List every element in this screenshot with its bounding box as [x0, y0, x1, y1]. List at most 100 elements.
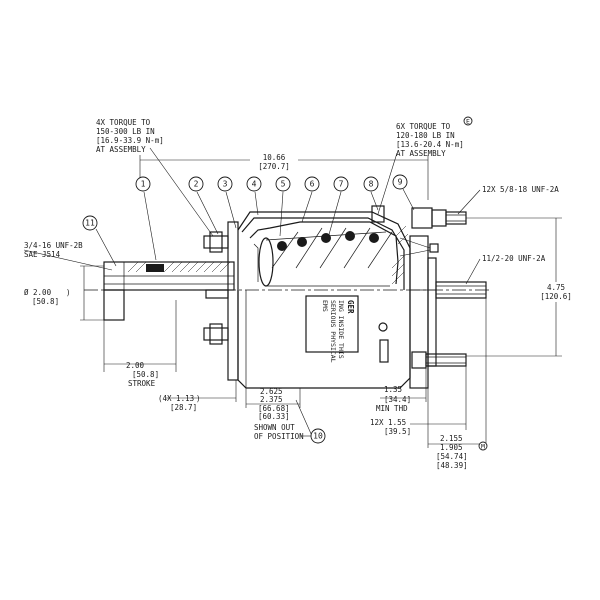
balloon-9-label: 9	[398, 178, 403, 187]
balloon-5	[275, 176, 291, 192]
detail-square	[429, 243, 439, 253]
dim-2375-value: 2.375	[260, 395, 283, 404]
balloon-4	[246, 176, 262, 192]
shown-out-note: SHOWN OUT OF POSITION	[254, 423, 311, 441]
cylinder-assembly: GER ING INSIDE THIS SERIOUS PHYSICAL EMS	[84, 205, 490, 389]
balloon-7-label: 7	[339, 180, 344, 189]
upper-housing-inner	[241, 217, 405, 290]
port-thread-callout: 3/4-16 UNF-2B SAE J514	[23, 241, 113, 271]
end-cap	[409, 235, 429, 389]
shown-out-line-2: OF POSITION	[254, 432, 304, 441]
balloon-4-leader	[254, 191, 259, 216]
piston-edge	[253, 243, 259, 282]
rod-thread-1-text: 12X 5/8-18 UNF-2A	[482, 185, 559, 194]
torque-note-left: 4X TORQUE TO 150-300 LB IN [16.9-33.9 N-…	[96, 118, 214, 237]
torque-note-right-leader	[377, 152, 398, 215]
right-rod	[435, 281, 487, 299]
balloon-8-label: 8	[369, 180, 374, 189]
height-value: 4.75	[547, 283, 565, 292]
balloon-6	[304, 176, 320, 192]
torque-note-left-leader	[149, 147, 214, 237]
dim-2625-value: 2.625	[260, 387, 283, 396]
label-plate-line-3: SERIOUS PHYSICAL	[329, 300, 337, 363]
height-mm: [120.6]	[540, 292, 572, 301]
label-plate-line-1: GER	[346, 300, 355, 314]
balloon-11-leader	[95, 228, 117, 267]
overall-length-value: 10.66	[263, 153, 286, 162]
symbol-e: E	[466, 118, 470, 126]
torque-note-left-line-3: [16.9-33.9 N-m]	[96, 136, 164, 145]
dim-155-value: 12X 1.55	[370, 418, 406, 427]
upper-housing-shell	[237, 211, 411, 290]
lower-stud-left	[203, 323, 229, 345]
svg-text:): )	[66, 288, 71, 297]
balloon-10-label: 10	[313, 432, 323, 441]
balloon-2	[188, 176, 204, 192]
balloon-8-leader	[370, 191, 379, 211]
rod-thread-callout-1: 12X 5/8-18 UNF-2A	[457, 185, 559, 215]
overall-length-bg	[250, 151, 298, 171]
dim-2375-mm: [60.33]	[258, 412, 290, 421]
datum-m: M	[481, 443, 485, 451]
balloons: 1 2 3 4 5 6 7 8 9 11 10	[82, 174, 415, 444]
upper-right-stud	[411, 207, 467, 229]
stroke-mm: [50.8]	[132, 370, 159, 379]
lower-right-stud	[411, 351, 467, 369]
spring-coils	[258, 227, 393, 287]
label-plate	[305, 295, 359, 353]
dim-135-value: 1.35	[384, 385, 402, 394]
label-plate-line-4: EMS	[321, 300, 329, 312]
balloon-7-leader	[327, 191, 342, 239]
rod-thread-2-leader	[465, 258, 481, 285]
torque-note-left-line-1: 4X TORQUE TO	[96, 118, 151, 127]
mounting-flange	[227, 221, 239, 381]
fitting-port	[378, 322, 388, 332]
svg-text:): )	[196, 394, 201, 403]
dim-155-mm: [39.5]	[384, 427, 411, 436]
torque-note-right-line-2: 120-180 LB IN	[396, 131, 455, 140]
label-plate-text: GER ING INSIDE THIS SERIOUS PHYSICAL EMS	[321, 300, 355, 363]
balloon-2-leader	[196, 191, 219, 235]
rod-thread-2-text: 11/2-20 UNF-2A	[482, 254, 546, 263]
dim-2155-mm: [54.74]	[436, 452, 468, 461]
torque-note-left-line-4: AT ASSEMBLY	[96, 145, 146, 154]
torque-note-right: 6X TORQUE TO 120-180 LB IN [13.6-20.4 N-…	[377, 116, 473, 215]
stroke-dimension: 2.00 [50.8] STROKE	[103, 300, 177, 388]
port-std-text: SAE J514	[24, 250, 61, 259]
height-dimension: 4.75 [120.6]	[466, 217, 578, 357]
dim-2155-value: 2.155	[440, 434, 463, 443]
balloon-7	[333, 176, 349, 192]
balloon-1-label: 1	[141, 180, 146, 189]
diameter-dimension: Ø 2.00 ) [50.8]	[24, 265, 104, 321]
balloon-11	[82, 215, 98, 231]
balloon-5-leader	[279, 191, 284, 237]
balloon-2-label: 2	[194, 180, 199, 189]
dim-113-value: (4X 1.13	[158, 394, 194, 403]
stroke-label: STROKE	[128, 379, 156, 388]
port-thread-leader	[23, 249, 113, 271]
torque-note-right-line-1: 6X TORQUE TO	[396, 122, 451, 131]
dim-2155: 2.155 1.905 [54.74] [48.39] M	[427, 298, 488, 470]
dim-135-label: MIN THD	[376, 404, 408, 413]
torque-note-right-line-3: [13.6-20.4 N-m]	[396, 140, 464, 149]
balloon-3	[217, 176, 233, 192]
stroke-value: 2.00	[126, 361, 145, 370]
detail-leader-1	[399, 237, 431, 249]
dim-113: (4X 1.13 ) [28.7]	[158, 380, 237, 412]
dim-2625: 2.625 2.375 [66.68] [60.33]	[245, 387, 301, 421]
balloon-8	[363, 176, 379, 192]
mid-stud-left	[205, 289, 229, 299]
balloon-1-leader	[143, 191, 157, 261]
dim-113-mm: [28.7]	[170, 403, 197, 412]
top-bolt	[371, 205, 385, 223]
overall-length-mm: [270.7]	[258, 162, 290, 171]
end-cap-boss	[427, 257, 437, 367]
balloon-4-label: 4	[252, 180, 257, 189]
symbol-e-circle	[463, 116, 473, 126]
rod-thread-callout-2: 11/2-20 UNF-2A	[465, 254, 546, 285]
overall-length-dimension: 10.66 [270.7]	[139, 151, 429, 200]
dim-2625-mm: [66.68]	[258, 404, 290, 413]
shown-out-line-1: SHOWN OUT	[254, 423, 295, 432]
